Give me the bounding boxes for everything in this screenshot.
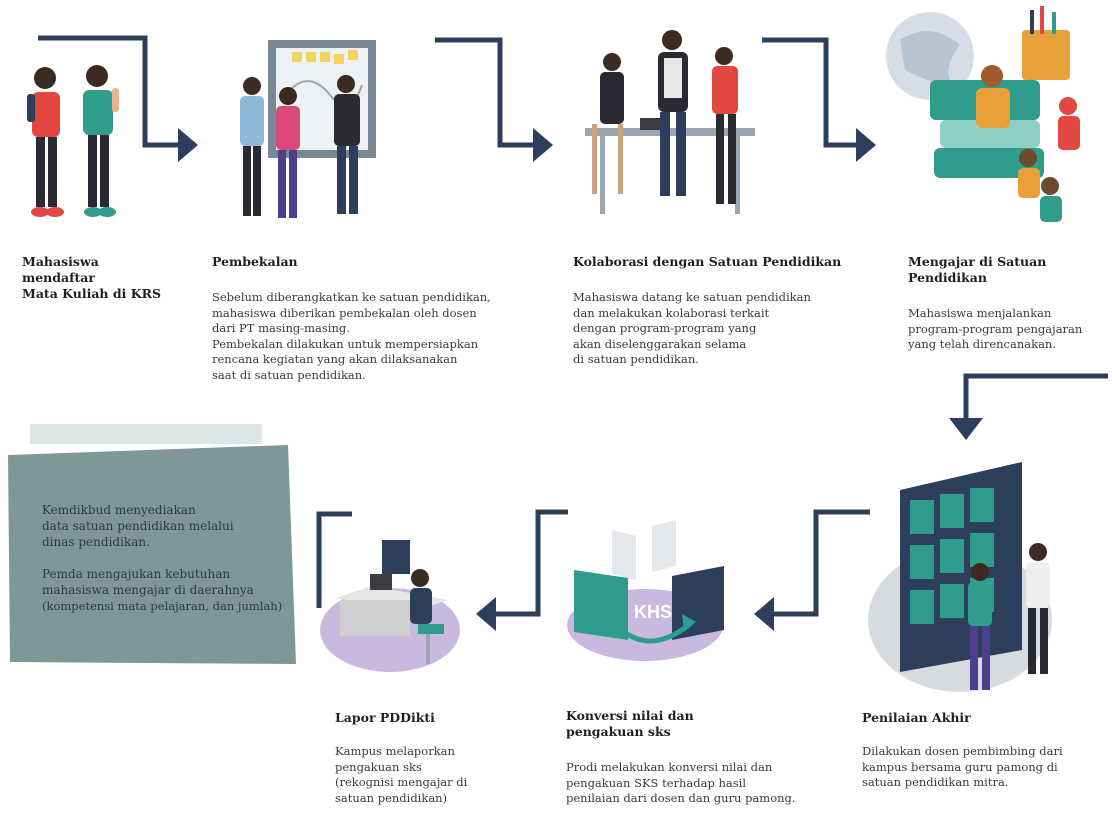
step-5-desc-line: satuan pendidikan mitra. <box>862 775 1009 789</box>
step-2-desc-line: Pembekalan dilakukan untuk mempersiapkan <box>212 336 479 351</box>
step-1-title-line: Mata Kuliah di KRS <box>22 286 161 301</box>
step-3-description: Mahasiswa datang ke satuan pendidikan da… <box>573 290 843 368</box>
step-5-description: Dilakukan dosen pembimbing dari kampus b… <box>862 744 1102 791</box>
step-4-desc-line: Mahasiswa menjalankan <box>908 306 1052 320</box>
step-1-title: Mahasiswa mendaftar Mata Kuliah di KRS <box>22 254 172 302</box>
step-3-desc-line: akan diselenggarakan selama <box>573 336 747 351</box>
step-2-desc-line: rencana kegiatan yang akan dilaksanakan <box>212 352 458 366</box>
note-line: dinas pendidikan. <box>42 535 150 549</box>
step-1: Mahasiswa mendaftar Mata Kuliah di KRS <box>22 254 172 302</box>
note-paragraph-1: Kemdikbud menyediakan data satuan pendid… <box>42 502 292 550</box>
flow-connector-4 <box>963 373 1108 420</box>
step-2-desc-line: saat di satuan pendidikan. <box>212 367 366 382</box>
step-5-title-line: Penilaian Akhir <box>862 710 971 725</box>
step-3-desc-line: dengan program-program yang <box>573 321 757 335</box>
arrow-right-icon <box>178 128 198 162</box>
step-1-title-line: Mahasiswa mendaftar <box>22 254 99 285</box>
step-4-desc-line: yang telah direncanakan. <box>908 337 1056 351</box>
step-6-desc-line: pengakuan SKS terhadap hasil <box>566 775 747 790</box>
step-6-title-line: Konversi nilai dan <box>566 708 694 723</box>
step-3-title: Kolaborasi dengan Satuan Pendidikan <box>573 254 843 270</box>
step-7-description: Kampus melaporkan pengakuan sks (rekogni… <box>335 744 535 806</box>
collaboration-illustration <box>585 30 755 214</box>
note-card-graphic <box>8 424 296 664</box>
step-4: Mengajar di Satuan Pendidikan Mahasiswa … <box>908 254 1108 353</box>
flow-connector-5 <box>772 509 870 617</box>
arrow-right-icon <box>533 128 553 162</box>
step-3-desc-line: Mahasiswa datang ke satuan pendidikan <box>573 290 811 304</box>
note-line: Pemda mengajukan kebutuhan <box>42 567 231 581</box>
step-6-desc-line: penilaian dari dosen dan guru pamong. <box>566 791 796 805</box>
step-6-description: Prodi melakukan konversi nilai dan penga… <box>566 760 826 807</box>
step-3: Kolaborasi dengan Satuan Pendidikan Maha… <box>573 254 843 368</box>
step-6-desc-line: Prodi melakukan konversi nilai dan <box>566 760 773 774</box>
step-3-desc-line: di satuan pendidikan. <box>573 352 699 366</box>
note-line: (kompetensi mata pelajaran, dan jumlah) <box>42 599 283 613</box>
flow-connector-7 <box>316 511 352 608</box>
step-7: Lapor PDDikti Kampus melaporkan pengakua… <box>335 710 535 806</box>
step-2-desc-line: Sebelum diberangkatkan ke satuan pendidi… <box>212 290 491 304</box>
note-paragraph-2: Pemda mengajukan kebutuhan mahasiswa men… <box>42 566 292 614</box>
note-line: Kemdikbud menyediakan <box>42 503 196 517</box>
step-2: Pembekalan Sebelum diberangkatkan ke sat… <box>212 254 502 383</box>
step-2-desc-line: mahasiswa diberikan pembekalan oleh dose… <box>212 305 477 320</box>
step-5: Penilaian Akhir Dilakukan dosen pembimbi… <box>862 710 1102 791</box>
step-4-title: Mengajar di Satuan Pendidikan <box>908 254 1108 286</box>
step-4-title-line: Mengajar di Satuan Pendidikan <box>908 254 1047 285</box>
flow-connector-2 <box>435 37 535 148</box>
flow-connector-1 <box>38 35 180 148</box>
step-6-title-line: pengakuan sks <box>566 724 671 739</box>
conversion-illustration: KHS <box>567 520 724 661</box>
step-4-desc-line: program-program pengajaran <box>908 321 1083 336</box>
step-7-desc-line: Kampus melaporkan <box>335 744 455 758</box>
arrow-left-icon <box>754 597 774 631</box>
step-3-title-line: Kolaborasi dengan Satuan Pendidikan <box>573 254 842 269</box>
step-4-description: Mahasiswa menjalankan program-program pe… <box>908 306 1108 353</box>
flow-connector-3 <box>762 37 858 148</box>
khs-label: KHS <box>634 602 672 622</box>
note-line: data satuan pendidikan melalui <box>42 519 234 533</box>
students-illustration <box>27 65 119 217</box>
step-6: Konversi nilai dan pengakuan sks Prodi m… <box>566 708 826 807</box>
arrow-left-icon <box>476 597 496 631</box>
step-7-desc-line: (rekognisi mengajar di <box>335 775 468 789</box>
reporting-illustration <box>320 540 460 672</box>
note-line: mahasiswa mengajar di daerahnya <box>42 583 254 597</box>
step-2-desc-line: dari PT masing-masing. <box>212 321 350 335</box>
step-6-title: Konversi nilai dan pengakuan sks <box>566 708 826 740</box>
step-5-desc-line: kampus bersama guru pamong di <box>862 759 1058 774</box>
step-7-title: Lapor PDDikti <box>335 710 535 726</box>
teaching-illustration <box>886 6 1080 222</box>
arrow-right-icon <box>856 128 876 162</box>
briefing-illustration <box>240 40 376 218</box>
flow-connector-6 <box>494 509 568 617</box>
step-3-desc-line: dan melakukan kolaborasi terkait <box>573 305 770 320</box>
step-7-desc-line: satuan pendidikan) <box>335 790 448 805</box>
note-card: Kemdikbud menyediakan data satuan pendid… <box>42 502 292 614</box>
step-5-title: Penilaian Akhir <box>862 710 1102 726</box>
assessment-illustration <box>868 462 1052 692</box>
step-7-title-line: Lapor PDDikti <box>335 710 435 725</box>
step-7-desc-line: pengakuan sks <box>335 759 422 774</box>
step-2-title: Pembekalan <box>212 254 502 270</box>
step-2-description: Sebelum diberangkatkan ke satuan pendidi… <box>212 290 502 383</box>
step-2-title-line: Pembekalan <box>212 254 298 269</box>
arrow-down-icon <box>949 418 983 440</box>
step-5-desc-line: Dilakukan dosen pembimbing dari <box>862 744 1063 758</box>
